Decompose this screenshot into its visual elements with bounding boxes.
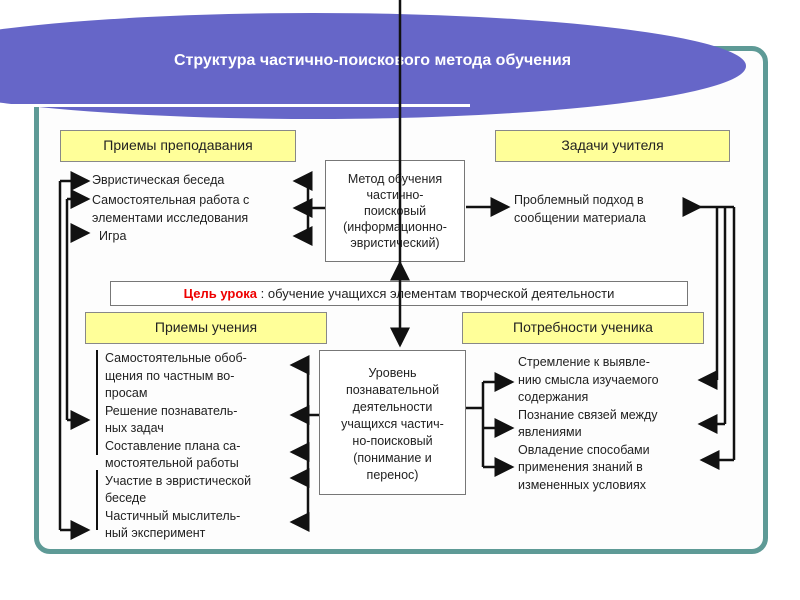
goal-label: Цель урока [183,286,258,301]
needs-item: применения знаний в [518,460,643,474]
level-line: (понимание и [353,451,432,465]
needs-item: нию смысла изучаемого [518,372,659,387]
teaching-item: элементами исследования [92,211,249,225]
teaching-item: Эвристическая беседа [92,173,225,187]
title-ellipse [0,13,746,119]
teaching-item: Самостоятельная работа с [92,193,250,207]
method-line: (информационно- [343,220,447,234]
teacher-item: сообщении материала [514,211,646,225]
level-line: познавательной [345,383,440,397]
teacher-item: Проблемный подход в [514,193,644,207]
learning-item: просам [105,386,148,400]
goal-separator: : [257,286,268,301]
learning-item: Частичный мыслитель- [105,508,241,523]
level-line: перенос) [366,468,419,482]
learning-list: Самостоятельные обоб- щения по частным в… [105,350,251,543]
needs-item: Познание связей между [518,407,658,422]
title-band [0,104,470,107]
needs-item: содержания [518,390,589,404]
level-box: Уровень познавательной деятельности учащ… [319,350,466,495]
needs-item: Овладение способами [518,442,650,457]
learning-item: Решение познаватель- [105,403,238,418]
needs-item: явлениями [518,425,582,439]
slide-title: Структура частично-поискового метода обу… [173,52,572,69]
header-teaching-methods: Приемы преподавания [60,130,296,162]
needs-item: Стремление к выявле- [518,355,650,369]
learning-item: щения по частным во- [105,368,235,383]
level-line: но-поисковый [352,434,433,448]
method-line: Метод обучения [347,172,443,186]
teaching-item: Игра [99,229,127,243]
needs-list: Стремление к выявле- нию смысла изучаемо… [518,354,659,494]
learning-item: Составление плана са- [105,438,241,453]
learning-item: беседе [105,491,147,505]
learning-item: Участие в эвристической [105,473,252,488]
learning-item: Самостоятельные обоб- [105,351,247,365]
learning-item: ный эксперимент [105,526,206,540]
header-teacher-tasks: Задачи учителя [495,130,730,162]
method-line: частично- [366,188,424,202]
level-line: Уровень [368,366,417,380]
learning-item: мостоятельной работы [105,456,239,470]
needs-item: измененных условиях [518,477,647,492]
goal-text: обучение учащихся элементам творческой д… [267,286,615,301]
header-student-needs: Потребности ученика [462,312,704,344]
method-line: эвристический) [350,236,440,250]
learning-item: ных задач [105,421,164,435]
method-line: поисковый [363,204,427,218]
level-line: учащихся частич- [341,417,444,431]
header-learning-methods: Приемы учения [85,312,327,344]
level-line: деятельности [352,400,433,414]
method-box: Метод обучения частично- поисковый (инфо… [325,160,465,262]
